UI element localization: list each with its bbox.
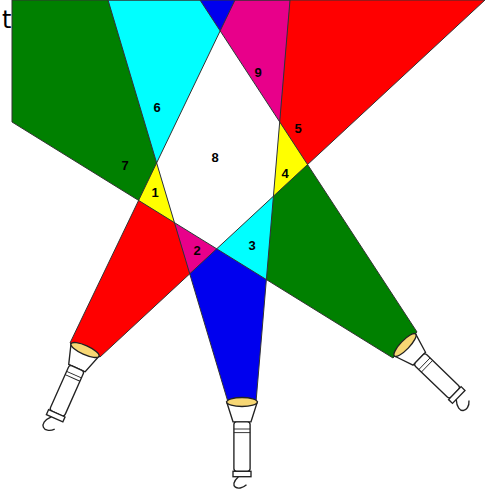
callout-number: 6: [153, 101, 160, 114]
callout-number: 3: [248, 239, 255, 252]
flashlight: [227, 398, 258, 489]
white-overlap: [70, 0, 485, 357]
beam-edge: [70, 0, 485, 357]
callout-number: 9: [254, 66, 261, 79]
callout-number: 8: [211, 151, 218, 164]
callout-number: 4: [281, 167, 288, 180]
callout-number: 7: [121, 159, 128, 172]
beam-edge: [108, 0, 290, 402]
beam-edge: [12, 0, 417, 358]
callout-number: 5: [294, 122, 301, 135]
cut-off-text: t: [2, 8, 11, 32]
flashlight: [391, 331, 479, 418]
callout-number: 1: [151, 186, 158, 199]
flashlight: [35, 340, 101, 438]
callout-number: 2: [193, 244, 200, 257]
